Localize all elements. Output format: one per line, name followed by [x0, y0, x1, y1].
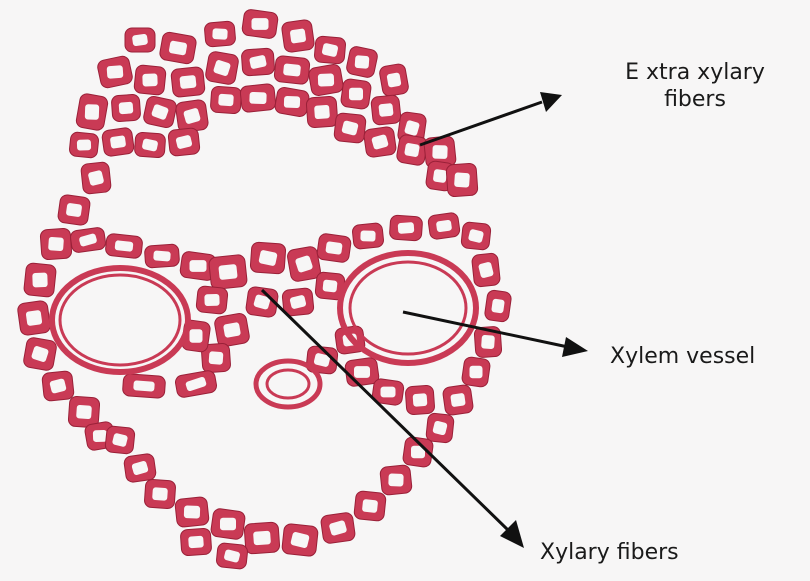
fiber-cell-lumen — [153, 250, 171, 261]
fiber-cell-lumen — [220, 518, 236, 531]
fiber-cell-lumen — [433, 169, 448, 183]
fiber-cell-lumen — [349, 88, 363, 101]
fiber-cell-lumen — [491, 298, 505, 313]
fiber-cell-lumen — [355, 55, 370, 69]
fiber-cell-lumen — [218, 264, 237, 280]
fiber-cell-lumen — [212, 28, 228, 40]
right-xylem-vessel — [340, 253, 476, 363]
fiber-cell-lumen — [93, 430, 107, 442]
fiber-cell-lumen — [190, 329, 203, 343]
fiber-cell-lumen — [413, 393, 428, 407]
fiber-cell-lumen — [398, 222, 415, 234]
fiber-cell-lumen — [283, 63, 301, 76]
fiber-cell-lumen — [26, 310, 43, 326]
small-central-vessel — [256, 361, 320, 407]
fiber-cell-lumen — [218, 94, 234, 107]
label-extra-xylary-fibers-line2: fibers — [590, 86, 800, 113]
fiber-cell-lumen — [381, 387, 396, 398]
fiber-cell-lumen — [133, 380, 155, 391]
fiber-cell-lumen — [152, 487, 168, 501]
fiber-cell-lumen — [432, 145, 447, 159]
fiber-cell-lumen — [314, 105, 330, 120]
fiber-cell-lumen — [253, 531, 271, 546]
fiber-cell-lumen — [223, 322, 241, 338]
fiber-cell-lumen — [325, 241, 342, 255]
fiber-cell-lumen — [132, 34, 148, 47]
fiber-cell-lumen — [115, 240, 134, 252]
fiber-cell-lumen — [284, 96, 300, 108]
fiber-cell-lumen — [388, 473, 403, 486]
fiber-cell-lumen — [481, 335, 495, 349]
fiber-cell-lumen — [252, 18, 269, 30]
fiber-cell-lumen — [378, 103, 393, 117]
fiber-cell-lumen — [119, 102, 134, 115]
fiber-cell-lumen — [249, 92, 266, 104]
fiber-cell-lumen — [360, 230, 375, 241]
fiber-cell-lumen — [322, 279, 337, 292]
fiber-cell-lumen — [404, 143, 420, 158]
fiber-cells — [17, 9, 512, 570]
fiber-cell-lumen — [77, 139, 91, 150]
label-xylem-vessel: Xylem vessel — [610, 343, 755, 370]
fiber-cell-lumen — [209, 351, 224, 365]
fiber-cell-lumen — [142, 73, 157, 86]
fiber-cell-lumen — [66, 203, 83, 218]
label-xylary-fibers: Xylary fibers — [540, 539, 679, 566]
fiber-cell-lumen — [362, 499, 378, 513]
fiber-cell-lumen — [32, 273, 47, 288]
arrow-extra-xylary-fibers — [420, 92, 562, 145]
fiber-cell-lumen — [290, 28, 307, 43]
fiber-cell-lumen — [204, 294, 219, 306]
label-extra-xylary-fibers: E xtra xylary fibers — [590, 59, 800, 113]
fiber-cell-lumen — [107, 65, 124, 79]
fiber-cell-lumen — [85, 104, 100, 120]
fiber-cell-lumen — [436, 220, 452, 233]
fiber-cell-lumen — [179, 75, 196, 89]
label-extra-xylary-fibers-line1: E xtra xylary — [590, 59, 800, 86]
fiber-cell-lumen — [110, 135, 126, 149]
fiber-cell-lumen — [184, 505, 200, 518]
fiber-cell-lumen — [188, 536, 204, 549]
fiber-cell-lumen — [48, 237, 64, 252]
fiber-cell-lumen — [318, 73, 334, 86]
fiber-cell-lumen — [470, 366, 483, 379]
fiber-cell-lumen — [450, 393, 466, 407]
left-xylem-vessel — [52, 268, 188, 372]
fiber-cell-lumen — [354, 366, 370, 378]
fiber-cell-lumen — [386, 72, 401, 88]
fiber-cell-lumen — [76, 405, 92, 420]
fiber-cell-lumen — [454, 172, 470, 187]
fiber-cell-lumen — [190, 260, 207, 272]
